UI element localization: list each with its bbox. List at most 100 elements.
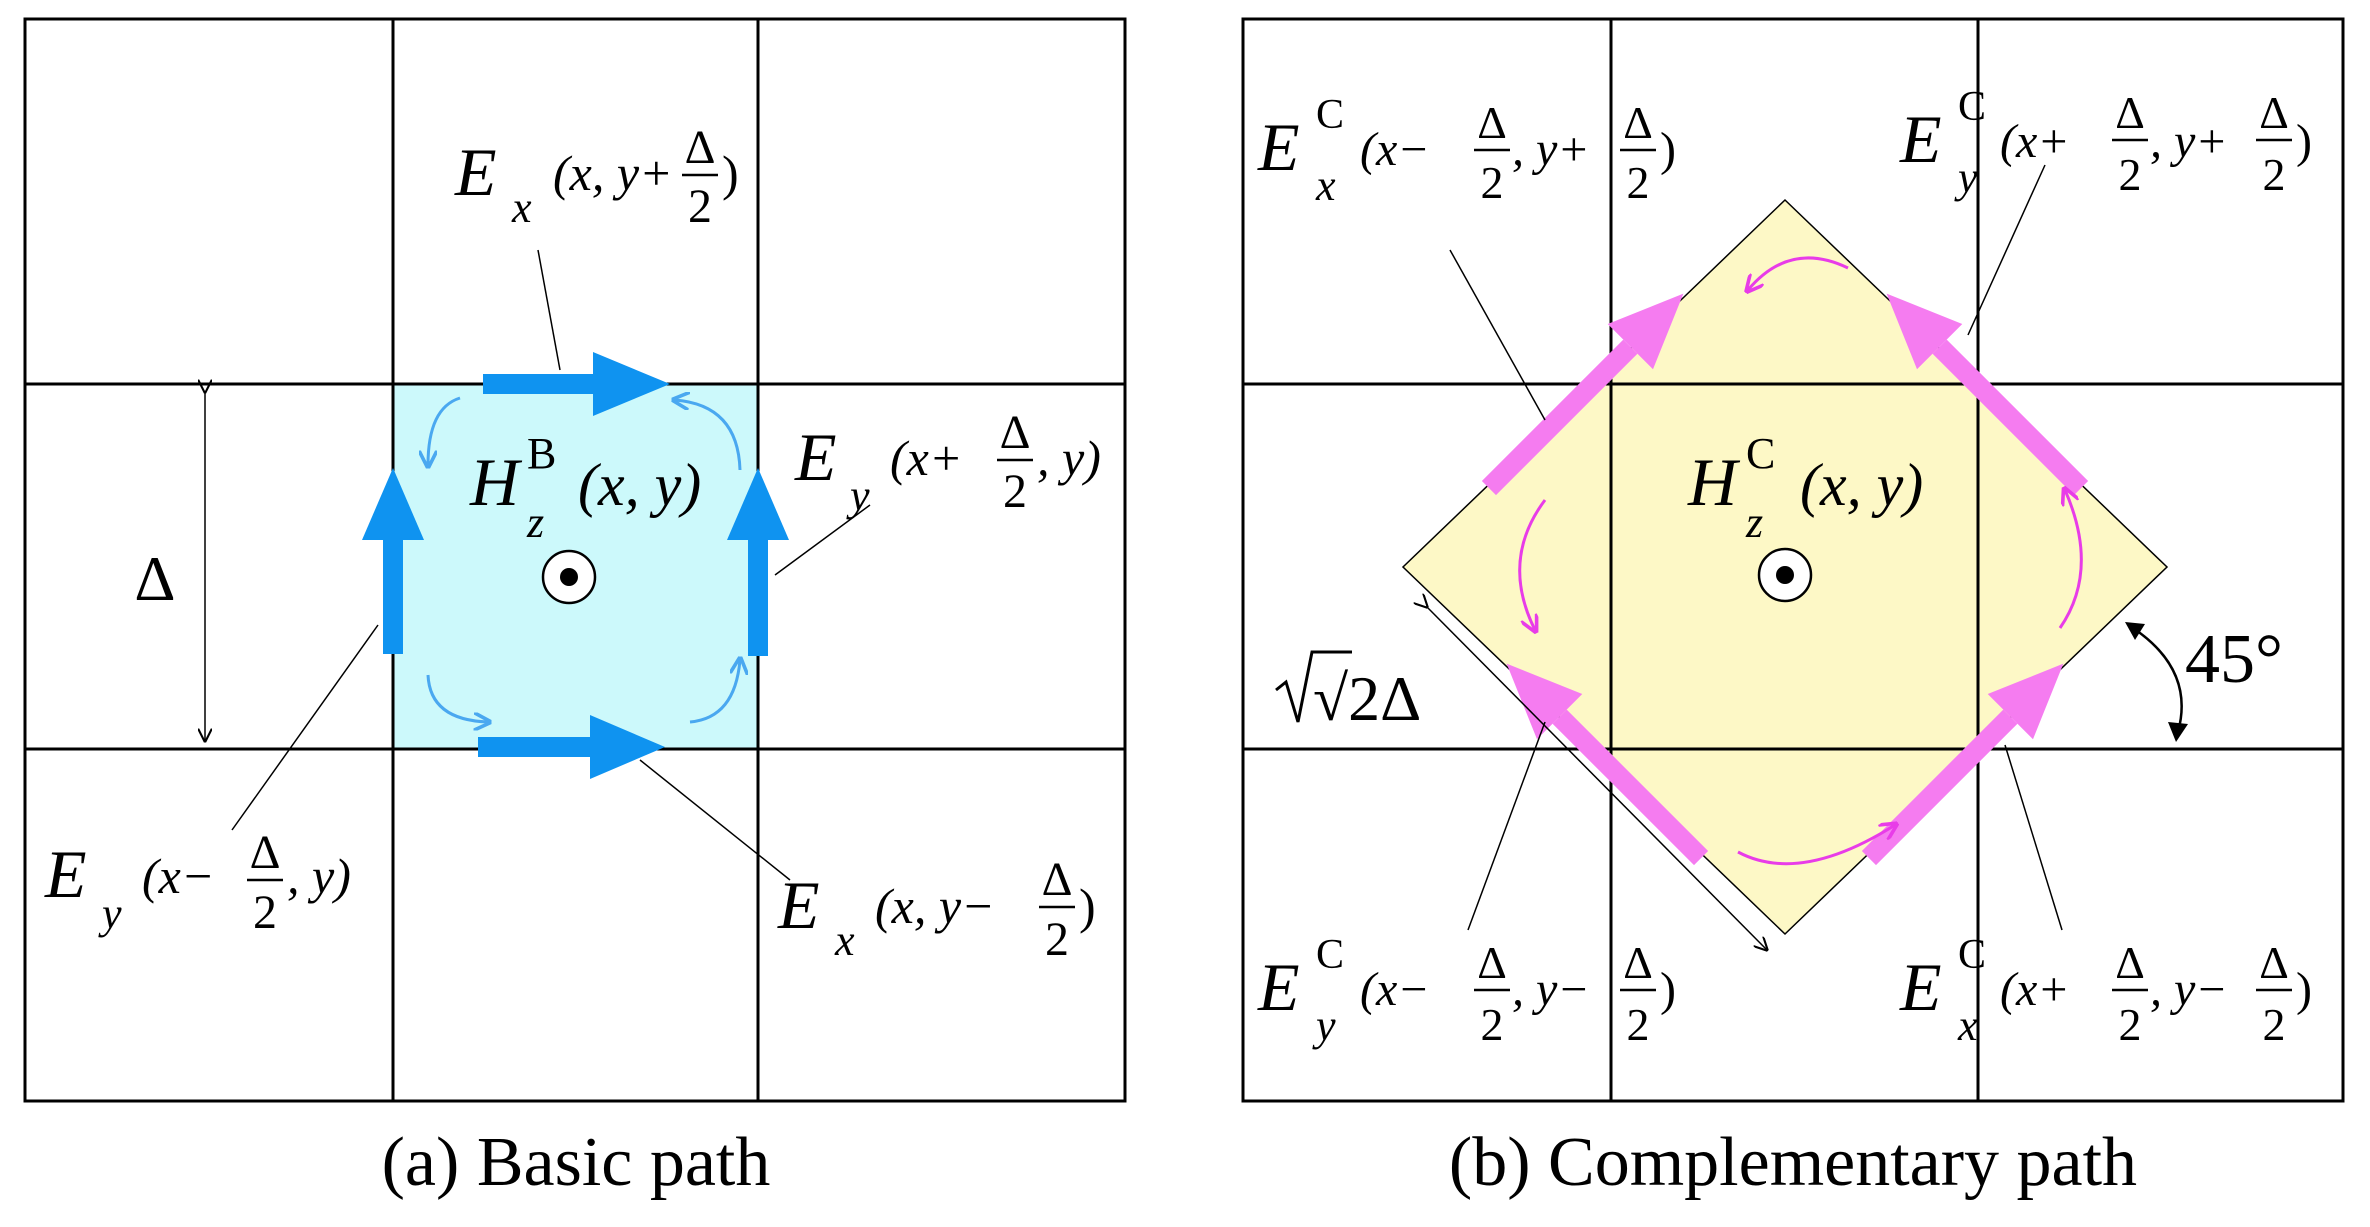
svg-text:C: C — [1316, 92, 1344, 138]
svg-text:E: E — [777, 867, 820, 943]
svg-text:Δ: Δ — [1477, 97, 1507, 148]
center-sup-b: C — [1746, 429, 1775, 478]
svg-text:(x, y−: (x, y− — [875, 878, 995, 934]
svg-text:Δ: Δ — [2115, 87, 2145, 138]
svg-text:(x, y+: (x, y+ — [553, 145, 673, 201]
svg-text:): ) — [2296, 115, 2312, 168]
caption-a: (a) Basic path — [382, 1124, 771, 1201]
svg-text:2: 2 — [1481, 999, 1504, 1050]
label-ey-c-bottom-left: E C y (x− Δ 2 , y− Δ 2 ) — [1257, 932, 1676, 1050]
label-ex-bottom: E x (x, y− Δ 2 ) — [777, 853, 1096, 966]
sqrt2-label: √2Δ — [1275, 650, 1421, 734]
svg-text:, y+: , y+ — [1512, 123, 1590, 176]
svg-text:Δ: Δ — [685, 121, 716, 174]
svg-text:2: 2 — [1003, 465, 1027, 518]
svg-text:(x+: (x+ — [2000, 963, 2070, 1016]
svg-text:, y−: , y− — [1512, 963, 1590, 1016]
center-label-a: H B z (x, y) — [469, 429, 701, 547]
delta-label: Δ — [134, 543, 175, 614]
svg-text:y: y — [1954, 153, 1978, 202]
svg-text:): ) — [1079, 878, 1096, 934]
label-ey-c-top-right: E C y (x+ Δ 2 , y+ Δ 2 ) — [1899, 84, 2312, 202]
svg-text:E: E — [794, 419, 837, 495]
svg-text:Δ: Δ — [2259, 87, 2289, 138]
svg-text:, y−: , y− — [2150, 963, 2228, 1016]
label-ex-c-bottom-right: E C x (x+ Δ 2 , y− Δ 2 ) — [1899, 932, 2312, 1050]
svg-text:, y): , y) — [1037, 430, 1101, 486]
svg-text:Δ: Δ — [2259, 937, 2289, 988]
label-ey-left: E y (x− Δ 2 , y) — [44, 826, 351, 939]
svg-text:y: y — [846, 471, 870, 520]
panel-a: Δ — [23, 17, 1127, 1201]
label-ex-c-top-left: E C x (x− Δ 2 , y+ Δ 2 ) — [1257, 92, 1676, 210]
svg-text:y: y — [98, 889, 122, 938]
svg-text:E: E — [1257, 109, 1300, 185]
svg-text:x: x — [1315, 161, 1336, 210]
arrow-ey-right — [727, 468, 789, 656]
svg-text:): ) — [1660, 963, 1676, 1016]
svg-text:2: 2 — [1481, 157, 1504, 208]
svg-text:x: x — [511, 183, 532, 232]
svg-text:Δ: Δ — [1042, 853, 1073, 906]
svg-text:2: 2 — [1627, 157, 1650, 208]
center-sup-a: B — [527, 429, 556, 478]
svg-text:C: C — [1958, 84, 1986, 130]
svg-text:C: C — [1316, 932, 1344, 978]
svg-text:(x−: (x− — [142, 848, 215, 904]
svg-text:E: E — [454, 134, 497, 210]
angle-arrow-bottom — [2168, 722, 2188, 742]
svg-text:2: 2 — [2263, 999, 2286, 1050]
svg-text:E: E — [1899, 101, 1942, 177]
svg-text:C: C — [1958, 932, 1986, 978]
arrow-ex-c-top-left — [1481, 293, 1684, 496]
svg-text:2: 2 — [1045, 913, 1069, 966]
svg-text:(x−: (x− — [1360, 963, 1430, 1016]
svg-text:E: E — [1899, 949, 1942, 1025]
svg-text:2: 2 — [688, 180, 712, 233]
basic-circulation — [428, 398, 740, 722]
out-of-plane-icon-b — [1757, 547, 1813, 603]
svg-text:E: E — [1257, 949, 1300, 1025]
center-symbol-a: H — [469, 444, 523, 520]
basic-arrows — [362, 352, 789, 779]
center-symbol-b: H — [1687, 444, 1741, 520]
leaders-b — [1449, 164, 2063, 931]
svg-text:2: 2 — [2263, 149, 2286, 200]
angle-arrow-top — [2125, 622, 2145, 640]
sqrt2-dimension-line — [1427, 607, 1767, 950]
caption-b: (b) Complementary path — [1449, 1124, 2137, 1201]
svg-text:E: E — [44, 836, 87, 912]
svg-text:(x−: (x− — [1360, 123, 1430, 176]
angle-label: 45° — [2185, 621, 2283, 698]
svg-text:Δ: Δ — [250, 826, 281, 879]
arrow-ex-top — [483, 352, 670, 416]
complementary-circulation — [1518, 256, 2083, 866]
svg-text:(x+: (x+ — [890, 430, 963, 486]
svg-text:2: 2 — [2119, 149, 2142, 200]
svg-text:): ) — [722, 145, 739, 201]
leaders-a — [231, 249, 871, 881]
angle-arc — [2132, 626, 2183, 733]
svg-text:Δ: Δ — [1623, 937, 1653, 988]
label-ex-top: E x (x, y+ Δ 2 ) — [454, 121, 739, 233]
center-args-a: (x, y) — [578, 452, 701, 518]
svg-text:Δ: Δ — [1000, 406, 1031, 459]
center-args-b: (x, y) — [1800, 452, 1923, 518]
svg-text:Δ: Δ — [1623, 97, 1653, 148]
svg-text:2: 2 — [253, 886, 277, 939]
center-label-b: H C z (x, y) — [1687, 429, 1923, 547]
svg-text:): ) — [2296, 963, 2312, 1016]
svg-text:, y+: , y+ — [2150, 115, 2228, 168]
center-sub-a: z — [526, 498, 544, 547]
svg-text:Δ: Δ — [1477, 937, 1507, 988]
arrow-ey-left — [362, 468, 424, 654]
svg-text:x: x — [834, 916, 855, 965]
arrow-ex-bottom — [478, 715, 665, 779]
svg-text:Δ: Δ — [2115, 937, 2145, 988]
sqrt2-text: √2Δ — [1313, 663, 1421, 734]
out-of-plane-icon — [541, 549, 597, 605]
panel-b: H C z (x, y) √2Δ 45° E C — [1241, 17, 2345, 1201]
arrow-ey-c-top-right — [1886, 293, 2089, 496]
label-ey-right: E y (x+ Δ 2 , y) — [794, 406, 1101, 520]
